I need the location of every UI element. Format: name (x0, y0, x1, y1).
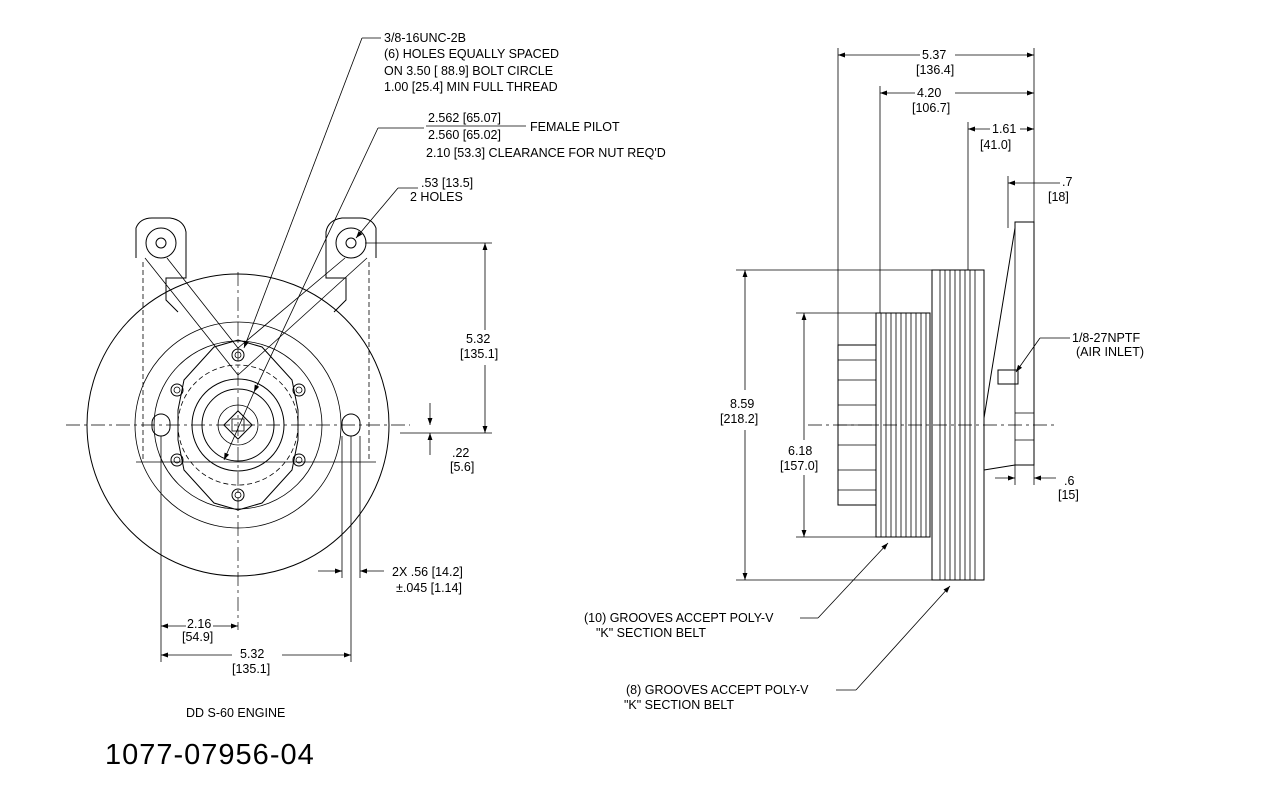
nut-clearance-circle (217, 404, 259, 446)
air-inlet-thread: 1/8-27NPTF (1072, 331, 1140, 345)
hole-count-text: 2 HOLES (410, 190, 463, 204)
pilot-label: FEMALE PILOT (530, 120, 620, 134)
small-diameter-inch: 6.18 (788, 444, 812, 458)
offset-dim-mm: [5.6] (450, 460, 474, 474)
thread-spec-text: 3/8-16UNC-2B (384, 31, 466, 45)
part-number: 1077-07956-04 (105, 739, 315, 771)
height-dim-mm: [135.1] (460, 347, 498, 361)
hub-flange (177, 339, 299, 511)
small-diameter-mm: [157.0] (780, 459, 818, 473)
thread-note-leader (243, 37, 363, 349)
pulley-10-grooves (880, 313, 927, 537)
hub-dim-mm: [15] (1058, 488, 1079, 502)
air-chamber (983, 221, 1035, 471)
front-dim-inch: 1.61 (992, 122, 1016, 136)
pilot-lower-limit: 2.560 [65.02] (428, 128, 501, 142)
nut-square (223, 410, 253, 440)
hole-note-leader (355, 187, 399, 239)
mounting-bracket (135, 217, 377, 463)
width-dim-inch: 5.32 (240, 647, 264, 661)
shaft-end (231, 418, 245, 432)
pilot-upper-limit: 2.562 [65.07] (428, 111, 501, 125)
hub-dim-inch: .6 (1064, 474, 1074, 488)
half-width-mm: [54.9] (182, 630, 213, 644)
grooves-10-belt: "K" SECTION BELT (596, 626, 706, 640)
slot-dim-text: 2X .56 [14.2] (392, 565, 463, 579)
air-inlet-fitting (997, 369, 1019, 385)
cover-dim-mm: [18] (1048, 190, 1069, 204)
grooves-10-note: (10) GROOVES ACCEPT POLY-V (584, 611, 774, 625)
pilot-circle (201, 388, 275, 462)
half-width-inch: 2.16 (187, 617, 211, 631)
slot-tolerance-text: ±.045 [1.14] (396, 581, 462, 595)
pulley-10-groove (875, 312, 931, 538)
overall-dim-mm: [136.4] (916, 63, 954, 77)
thread-depth-text: 1.00 [25.4] MIN FULL THREAD (384, 80, 558, 94)
height-dim-inch: 5.32 (466, 332, 490, 346)
grooves-8-belt: "K" SECTION BELT (624, 698, 734, 712)
front-view (66, 37, 492, 662)
pulley-dim-inch: 4.20 (917, 86, 941, 100)
holes-spaced-text: (6) HOLES EQUALLY SPACED (384, 47, 559, 61)
pulley-dim-mm: [106.7] (912, 101, 950, 115)
front-dim-mm: [41.0] (980, 138, 1011, 152)
outer-pulley-circle (86, 273, 390, 577)
groove-circle (134, 321, 342, 529)
side-view (736, 48, 1070, 691)
engine-label: DD S-60 ENGINE (186, 706, 285, 720)
offset-dim-inch: .22 (452, 446, 469, 460)
bolt-circle-text: ON 3.50 [ 88.9] BOLT CIRCLE (384, 64, 553, 78)
hole-size-text: .53 [13.5] (421, 176, 473, 190)
large-diameter-mm: [218.2] (720, 412, 758, 426)
hub-outer-circle (191, 378, 285, 472)
cover-dim-inch: .7 (1062, 175, 1072, 189)
pilot-note-leader (253, 127, 379, 393)
large-diameter-inch: 8.59 (730, 397, 754, 411)
inner-pulley-circle (153, 340, 323, 510)
nut-clearance-text: 2.10 [53.3] CLEARANCE FOR NUT REQ'D (426, 146, 666, 160)
grooves-8-note: (8) GROOVES ACCEPT POLY-V (626, 683, 809, 697)
air-inlet-label: (AIR INLET) (1076, 345, 1144, 359)
pulley-8-groove (931, 269, 985, 581)
overall-dim-inch: 5.37 (922, 48, 946, 62)
pulley-8-grooves (939, 270, 976, 580)
bolt-holes (170, 348, 306, 502)
width-dim-mm: [135.1] (232, 662, 270, 676)
